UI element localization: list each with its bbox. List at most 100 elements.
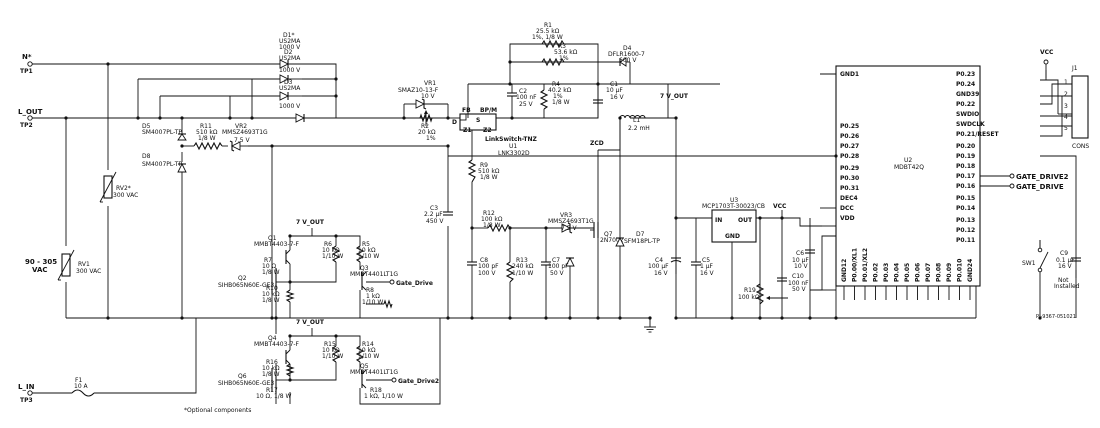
u2-pin-label: SWDCLK bbox=[956, 121, 985, 128]
svg-text:R1: R1 bbox=[544, 22, 552, 29]
svg-text:1 kΩ, 1/10 W: 1 kΩ, 1/10 W bbox=[364, 393, 403, 400]
svg-text:10 kΩ: 10 kΩ bbox=[322, 247, 340, 254]
zener-vr2: VR2 MMSZ4693T1G 7.5 V bbox=[222, 123, 268, 152]
svg-text:C8: C8 bbox=[480, 257, 488, 264]
u2-pin-label: P0.02 bbox=[873, 263, 880, 282]
svg-text:IN: IN bbox=[715, 217, 722, 224]
svg-text:3: 3 bbox=[1064, 103, 1068, 110]
u2-pin-label: P0.07 bbox=[925, 263, 932, 282]
svg-text:J1: J1 bbox=[1071, 65, 1078, 72]
u2-pin-label: P0.22 bbox=[956, 101, 975, 108]
mosfet-q2: Q2 SIHB065N60E-GE3 bbox=[218, 268, 277, 296]
resistor-r6: R6 10 kΩ 1/10 W bbox=[322, 241, 343, 263]
svg-text:BP/M: BP/M bbox=[480, 107, 497, 114]
svg-text:1 µF: 1 µF bbox=[700, 263, 714, 270]
u2-pin-label: P0.20 bbox=[956, 143, 975, 150]
u2-pin-label: P0.01/XL2 bbox=[862, 248, 869, 282]
resistor-r17: R17 10 Ω, 1/8 W bbox=[256, 387, 292, 400]
svg-text:R15: R15 bbox=[324, 341, 336, 348]
svg-text:R10: R10 bbox=[266, 285, 278, 292]
svg-text:Q3: Q3 bbox=[360, 265, 369, 272]
svg-text:100 kΩ: 100 kΩ bbox=[738, 294, 760, 301]
svg-text:SFM18PL-TP: SFM18PL-TP bbox=[624, 238, 660, 245]
svg-text:C7: C7 bbox=[552, 257, 560, 264]
capacitor-c2: C2 100 nF 25 V bbox=[507, 84, 537, 108]
varistor-rv2: RV2* 300 VAC bbox=[99, 171, 138, 203]
u2-pin-label: VDD bbox=[840, 215, 855, 222]
svg-text:R14: R14 bbox=[362, 341, 374, 348]
u2-pin-label: P0.03 bbox=[883, 263, 890, 282]
svg-text:100 pF: 100 pF bbox=[548, 263, 569, 270]
u2-pin-label: GND12 bbox=[841, 259, 848, 282]
svg-text:R6: R6 bbox=[324, 241, 332, 248]
svg-text:0.1 µF: 0.1 µF bbox=[1056, 257, 1075, 264]
svg-text:4: 4 bbox=[1064, 114, 1068, 121]
u2-pin-label: P0.08 bbox=[936, 263, 943, 282]
svg-text:10 µF: 10 µF bbox=[606, 87, 623, 94]
u2-pin-label: P0.26 bbox=[840, 133, 859, 140]
svg-text:240 kΩ: 240 kΩ bbox=[512, 263, 534, 270]
svg-text:R2: R2 bbox=[421, 123, 429, 130]
svg-text:D1*: D1* bbox=[283, 32, 294, 39]
gate-drive-low-net: Gate_Drive bbox=[389, 279, 433, 287]
diode-d8: D8 SM4007PL-TP bbox=[142, 153, 187, 173]
input-range-unit: VAC bbox=[32, 266, 48, 274]
capacitor-c7: C7 100 pF 50 V bbox=[541, 256, 575, 277]
u2-pin-label: P0.14 bbox=[956, 205, 975, 212]
svg-text:100 µF: 100 µF bbox=[648, 263, 669, 270]
zener-vr3: VR3 MMSZ4693T1G 7.5 V bbox=[540, 212, 594, 234]
svg-text:450 V: 450 V bbox=[426, 218, 444, 225]
svg-text:510 kΩ: 510 kΩ bbox=[196, 129, 218, 136]
bjt-q1: Q1 MMBT4403-7-F bbox=[254, 235, 300, 265]
diode-d7: D7 SFM18PL-TP bbox=[615, 231, 660, 247]
svg-text:FB: FB bbox=[462, 107, 471, 114]
svg-text:1/8 W: 1/8 W bbox=[483, 222, 501, 229]
drawing-number: PI-9367-051021 bbox=[1036, 314, 1076, 320]
u2-pin-label: P0.05 bbox=[904, 263, 911, 282]
ic-u1: FB BP/M D S Z1 Z2 LinkSwitch-TNZ U1 LNK3… bbox=[452, 107, 537, 157]
resistor-r10: R10 10 kΩ 1/8 W bbox=[262, 285, 295, 304]
svg-text:Q4: Q4 bbox=[268, 335, 277, 342]
svg-text:16 V: 16 V bbox=[700, 270, 715, 277]
svg-text:LNK3302D: LNK3302D bbox=[498, 150, 530, 157]
net-vcc-label-u3: VCC bbox=[773, 203, 787, 210]
u2-pin-label: P0.16 bbox=[956, 183, 975, 190]
svg-text:1000 V: 1000 V bbox=[279, 103, 301, 110]
potentiometer-r19: R19 100 kΩ bbox=[738, 283, 770, 305]
svg-text:5: 5 bbox=[1064, 125, 1068, 132]
svg-text:600 V: 600 V bbox=[619, 57, 637, 64]
capacitor-c8: C8 100 pF 100 V bbox=[467, 257, 499, 277]
tp2-label: TP2 bbox=[20, 122, 33, 129]
u2-pin-label: P0.27 bbox=[840, 143, 859, 150]
svg-text:2N7002: 2N7002 bbox=[600, 237, 624, 244]
u2-pin-label: P0.28 bbox=[840, 153, 859, 160]
svg-text:U3: U3 bbox=[730, 197, 738, 204]
svg-text:MCP1703T-30023/CB: MCP1703T-30023/CB bbox=[702, 203, 765, 210]
svg-text:C10: C10 bbox=[792, 273, 804, 280]
svg-text:1/10 W: 1/10 W bbox=[362, 299, 383, 306]
svg-text:Q6: Q6 bbox=[238, 373, 247, 380]
terminal-n: N* TP1 bbox=[20, 53, 33, 75]
u2-pin-label: P0.31 bbox=[840, 185, 859, 192]
resistor-r5: R5 10 kΩ 1/10 W bbox=[355, 241, 379, 263]
svg-text:300 VAC: 300 VAC bbox=[113, 192, 138, 199]
diode-d4: D4 DFLR1600-7 600 V bbox=[598, 45, 645, 84]
svg-text:1/8 W: 1/8 W bbox=[480, 174, 498, 181]
svg-text:1%: 1% bbox=[559, 55, 569, 62]
u2-pin-label: P0.09 bbox=[946, 263, 953, 282]
svg-text:16 V: 16 V bbox=[1058, 263, 1073, 270]
svg-text:10 Ω: 10 Ω bbox=[262, 263, 277, 270]
terminal-l-out-label: L_OUT bbox=[18, 108, 43, 116]
svg-text:Q7: Q7 bbox=[604, 231, 613, 238]
svg-text:1%, 1/8 W: 1%, 1/8 W bbox=[532, 34, 563, 41]
svg-text:Z2: Z2 bbox=[483, 127, 492, 134]
svg-text:Not: Not bbox=[1058, 277, 1069, 284]
svg-text:R12: R12 bbox=[483, 210, 495, 217]
svg-text:GATE_DRIVE: GATE_DRIVE bbox=[1016, 183, 1064, 191]
svg-text:100 kΩ: 100 kΩ bbox=[481, 216, 503, 223]
svg-text:10 kΩ: 10 kΩ bbox=[358, 247, 376, 254]
u2-pin-label: P0.17 bbox=[956, 173, 975, 180]
svg-text:100 V: 100 V bbox=[478, 270, 496, 277]
bjt-q3: Q3 MMBT4401LT1G bbox=[350, 265, 398, 291]
